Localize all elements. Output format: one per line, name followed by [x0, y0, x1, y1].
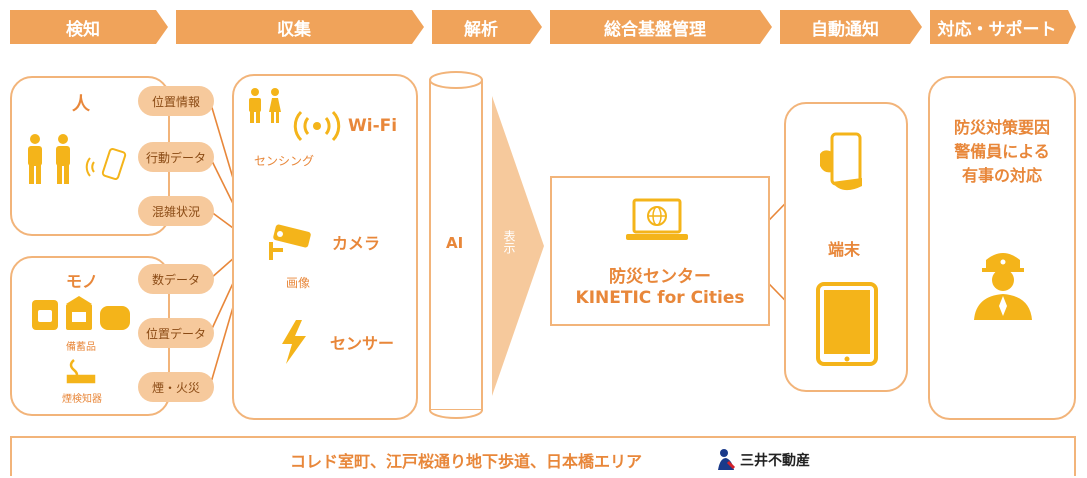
- ai-label: AI: [446, 234, 464, 252]
- display-label: 表示: [502, 230, 516, 254]
- supplies-label: 備蓄品: [66, 342, 96, 353]
- mitsui-logo-icon: [718, 449, 736, 470]
- pill-smoke-fire: 煙・火災: [138, 372, 214, 402]
- pill-behavior-data: 行動データ: [138, 142, 214, 172]
- pill-location-info: 位置情報: [138, 86, 214, 116]
- stage-collect: 収集: [176, 10, 424, 44]
- stage-notify: 自動通知: [780, 10, 922, 44]
- lightning-icon: [282, 320, 306, 364]
- device-label: 端末: [828, 240, 861, 259]
- stage-response: 対応・サポート: [930, 10, 1076, 44]
- response-line-1: 防災対策要因: [953, 118, 1050, 137]
- collection-panel: [232, 74, 418, 420]
- smartphone-signal-icon: [85, 147, 127, 181]
- response-line-3: 有事の対応: [961, 166, 1042, 185]
- hand-smartphone-icon: [820, 132, 862, 191]
- center-subtitle: KINETIC for Cities: [575, 288, 745, 308]
- people-icon: [28, 134, 70, 184]
- stage-detect: 検知: [10, 10, 168, 44]
- pill-congestion: 混雑状況: [138, 196, 214, 226]
- response-panel: [928, 76, 1076, 420]
- camera-icon: [269, 224, 311, 260]
- pill-count-data: 数データ: [138, 264, 214, 294]
- people-title: 人: [72, 94, 90, 115]
- sensing-label: センシング: [254, 154, 315, 168]
- stage-platform: 総合基盤管理: [550, 10, 772, 44]
- laptop-globe-icon: [626, 198, 688, 240]
- response-line-2: 警備員による: [954, 142, 1050, 161]
- brand-name: 三井不動産: [740, 453, 810, 469]
- footer-bar: [10, 436, 1076, 476]
- smoke-detector-label: 煙検知器: [62, 394, 102, 405]
- footer-area-text: コレド室町、江戸桜通り地下歩道、日本橋エリア: [290, 452, 643, 471]
- supplies-icon: [32, 296, 130, 330]
- people-small-icon: [249, 88, 281, 123]
- security-guard-icon: [974, 253, 1032, 320]
- display-arrow: [492, 96, 544, 396]
- things-title: モノ: [66, 272, 99, 291]
- wifi-signal-icon: [293, 110, 341, 142]
- image-label: 画像: [286, 276, 311, 290]
- ai-cylinder: [429, 71, 483, 419]
- camera-label: カメラ: [332, 234, 381, 253]
- sensor-label: センサー: [330, 334, 395, 353]
- stage-analyze: 解析: [432, 10, 542, 44]
- center-title: 防災センター: [609, 267, 711, 287]
- smoke-detector-icon: [66, 359, 96, 384]
- wifi-label: Wi-Fi: [348, 116, 398, 136]
- tablet-icon: [816, 282, 878, 366]
- pill-position-data: 位置データ: [138, 318, 214, 348]
